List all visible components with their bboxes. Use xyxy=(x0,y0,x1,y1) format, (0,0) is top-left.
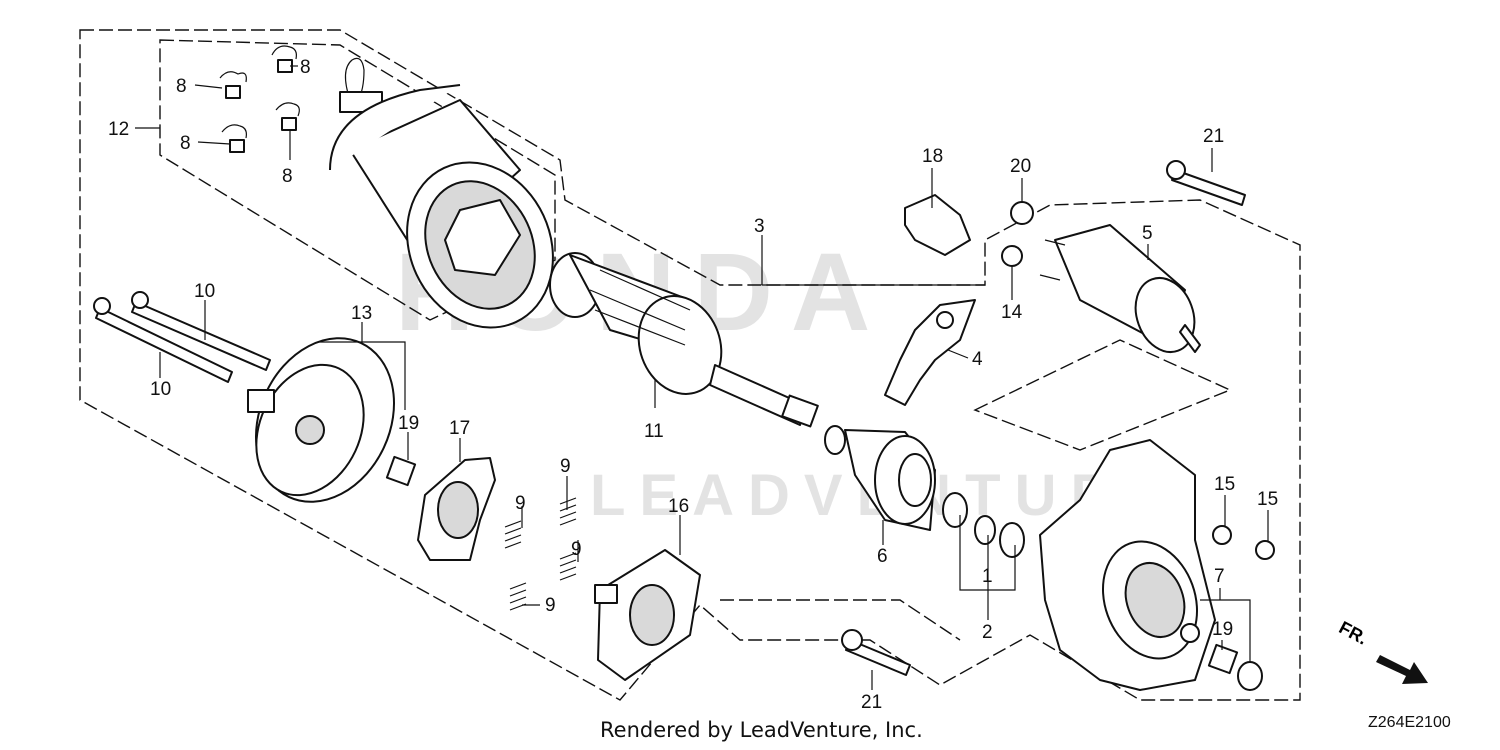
callout-15: 15 xyxy=(1257,489,1278,510)
part-6-pinion xyxy=(824,425,936,531)
part-1-2-rings xyxy=(942,492,1025,558)
callout-8: 8 xyxy=(180,133,191,154)
callout-12: 12 xyxy=(108,119,129,140)
callout-4: 4 xyxy=(972,349,983,370)
callout-8: 8 xyxy=(282,166,293,187)
part-18-grommet xyxy=(904,194,971,256)
assembly-outlines xyxy=(79,29,1301,701)
callout-9: 9 xyxy=(560,456,571,477)
callout-19: 19 xyxy=(398,413,419,434)
footer-credit: Rendered by LeadVenture, Inc. xyxy=(600,718,923,742)
callout-5: 5 xyxy=(1142,223,1153,244)
part-9-springs xyxy=(504,497,577,611)
part-20-14-nuts xyxy=(1001,201,1034,267)
callout-18: 18 xyxy=(922,146,943,167)
part-16-brush-holder xyxy=(594,549,701,681)
callout-9: 9 xyxy=(571,539,582,560)
callout-10: 10 xyxy=(150,379,171,400)
part-21-bolts xyxy=(841,160,1246,676)
callout-14: 14 xyxy=(1001,302,1023,323)
front-housing xyxy=(1039,439,1216,691)
part-4-lever xyxy=(884,299,976,406)
callout-13: 13 xyxy=(351,303,372,324)
part-5-solenoid xyxy=(1039,224,1201,353)
callout-6: 6 xyxy=(877,546,888,567)
callout-2: 2 xyxy=(982,622,993,643)
callout-7: 7 xyxy=(1214,566,1225,587)
part-17-plate xyxy=(417,457,496,561)
direction-label: FR. xyxy=(1336,617,1371,648)
leader-lines xyxy=(135,65,1269,690)
arrow-icon xyxy=(1376,655,1428,684)
callout-1: 1 xyxy=(982,566,993,587)
part-12-yoke xyxy=(329,57,554,329)
callout-21: 21 xyxy=(861,692,882,713)
callout-labels: 8 8 8 8 12 10 10 13 19 17 9 9 9 9 16 3 1… xyxy=(108,57,1278,713)
part-15-nuts xyxy=(1212,525,1275,560)
callout-11: 11 xyxy=(644,421,664,442)
callout-8: 8 xyxy=(300,57,311,78)
callout-3: 3 xyxy=(754,216,765,237)
callout-8: 8 xyxy=(176,76,187,97)
callout-10: 10 xyxy=(194,281,215,302)
part-19-bushings xyxy=(385,455,1239,675)
callout-21: 21 xyxy=(1203,126,1224,147)
part-13-rear-cover xyxy=(247,337,395,503)
part-7-cap xyxy=(1237,661,1263,691)
callout-9: 9 xyxy=(545,595,556,616)
diagram-code: Z264E2100 xyxy=(1368,714,1451,731)
part-10-bolts xyxy=(93,291,271,383)
callout-16: 16 xyxy=(668,496,689,517)
front-direction-arrow: FR. xyxy=(1336,617,1428,684)
callout-17: 17 xyxy=(449,418,470,439)
part-8-brushes xyxy=(219,45,300,153)
callout-9: 9 xyxy=(515,493,526,514)
part-11-armature xyxy=(549,252,819,428)
callout-20: 20 xyxy=(1010,156,1031,177)
callout-15: 15 xyxy=(1214,474,1235,495)
callout-19: 19 xyxy=(1212,619,1233,640)
